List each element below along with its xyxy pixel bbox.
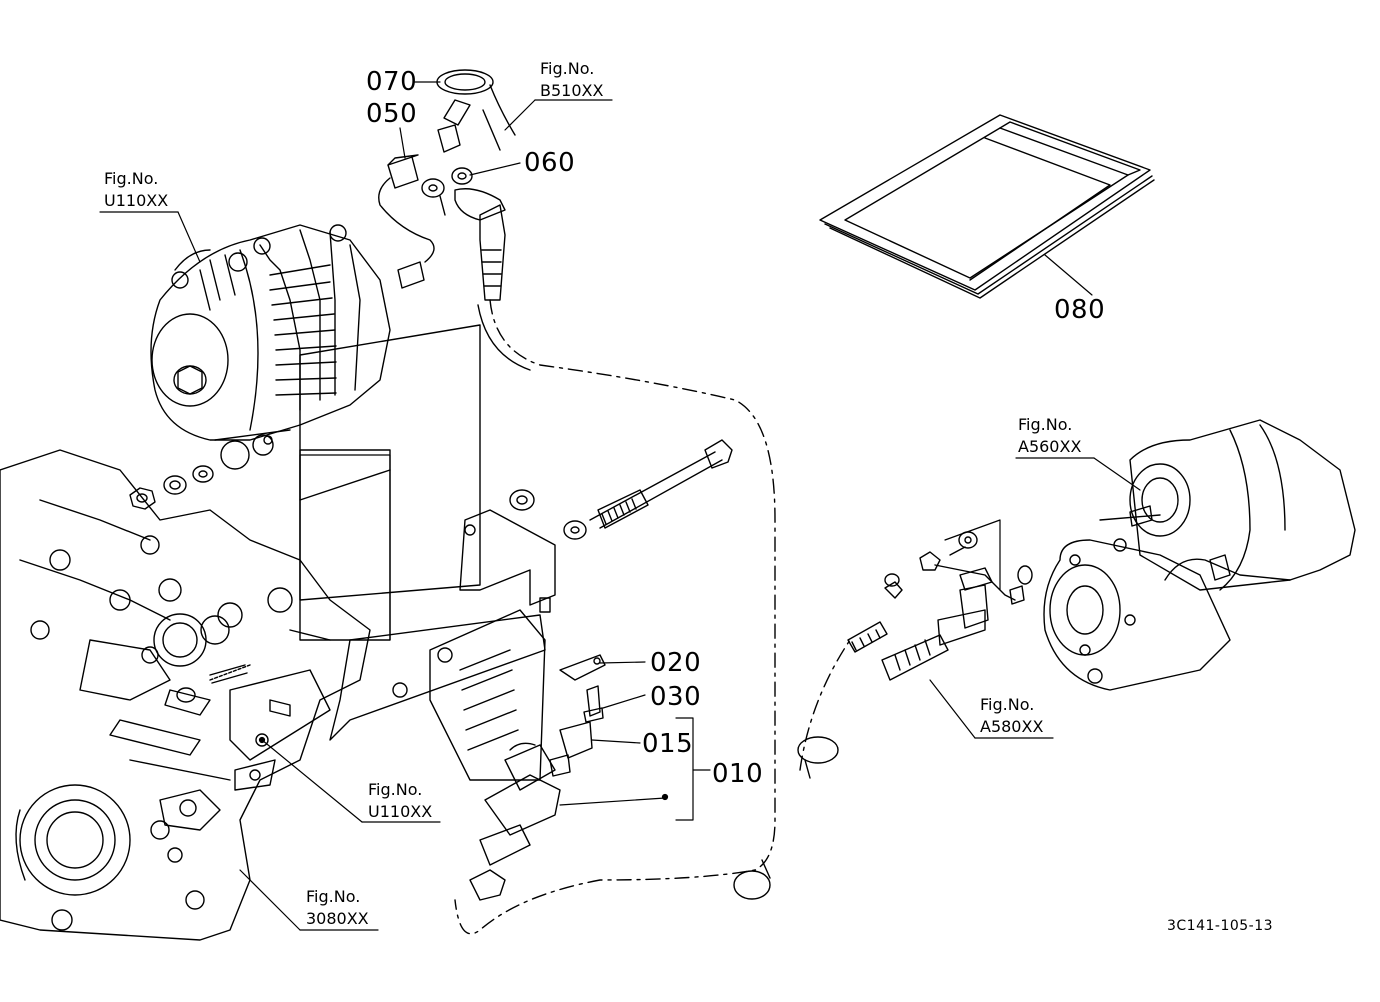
part-number-020: 020: [650, 648, 702, 678]
fig-ref-code: A580XX: [980, 717, 1044, 736]
part-number-070: 070: [366, 67, 418, 97]
engine-block-icon: [0, 449, 371, 941]
part-number-060: 060: [524, 148, 576, 178]
fig-ref-3080: Fig.No. 3080XX: [306, 886, 369, 930]
part-number-050: 050: [366, 99, 418, 129]
fig-ref-u110-top: Fig.No. U110XX: [104, 168, 168, 212]
part-number-030: 030: [650, 682, 702, 712]
bolt-icon: [509, 439, 733, 540]
part-number-080: 080: [1054, 295, 1106, 325]
fig-no-label: Fig.No.: [306, 887, 361, 906]
part-number-010: 010: [712, 759, 764, 789]
wiring-harness-icon: [378, 69, 888, 935]
fig-ref-code: B510XX: [540, 81, 604, 100]
manual-booklet-icon: [819, 114, 1155, 299]
fig-no-label: Fig.No.: [368, 780, 423, 799]
fig-ref-b510: Fig.No. B510XX: [540, 58, 603, 102]
fig-no-label: Fig.No.: [104, 169, 159, 188]
leader-lines: [99, 81, 1141, 931]
drawing-code: 3C141-105-13: [1167, 918, 1274, 934]
fig-no-label: Fig.No.: [540, 59, 595, 78]
terminal-parts-icon: [881, 531, 1033, 681]
fig-no-label: Fig.No.: [1018, 415, 1073, 434]
fig-ref-code: 3080XX: [306, 909, 369, 928]
alternator-icon: [150, 224, 391, 470]
part-number-015: 015: [642, 729, 694, 759]
fig-ref-code: U110XX: [368, 802, 433, 821]
bolt-icon: [176, 629, 331, 717]
bracket-icon: [229, 324, 556, 791]
fig-ref-code: U110XX: [104, 191, 169, 210]
fig-ref-a560: Fig.No. A560XX: [1018, 414, 1081, 458]
starter-motor-icon: [1043, 419, 1356, 691]
washer-nut-set-icon: [129, 465, 214, 510]
fig-ref-a580: Fig.No. A580XX: [980, 694, 1043, 738]
fig-ref-u110-bottom: Fig.No. U110XX: [368, 779, 432, 823]
fig-ref-code: A560XX: [1018, 437, 1082, 456]
fig-no-label: Fig.No.: [980, 695, 1035, 714]
